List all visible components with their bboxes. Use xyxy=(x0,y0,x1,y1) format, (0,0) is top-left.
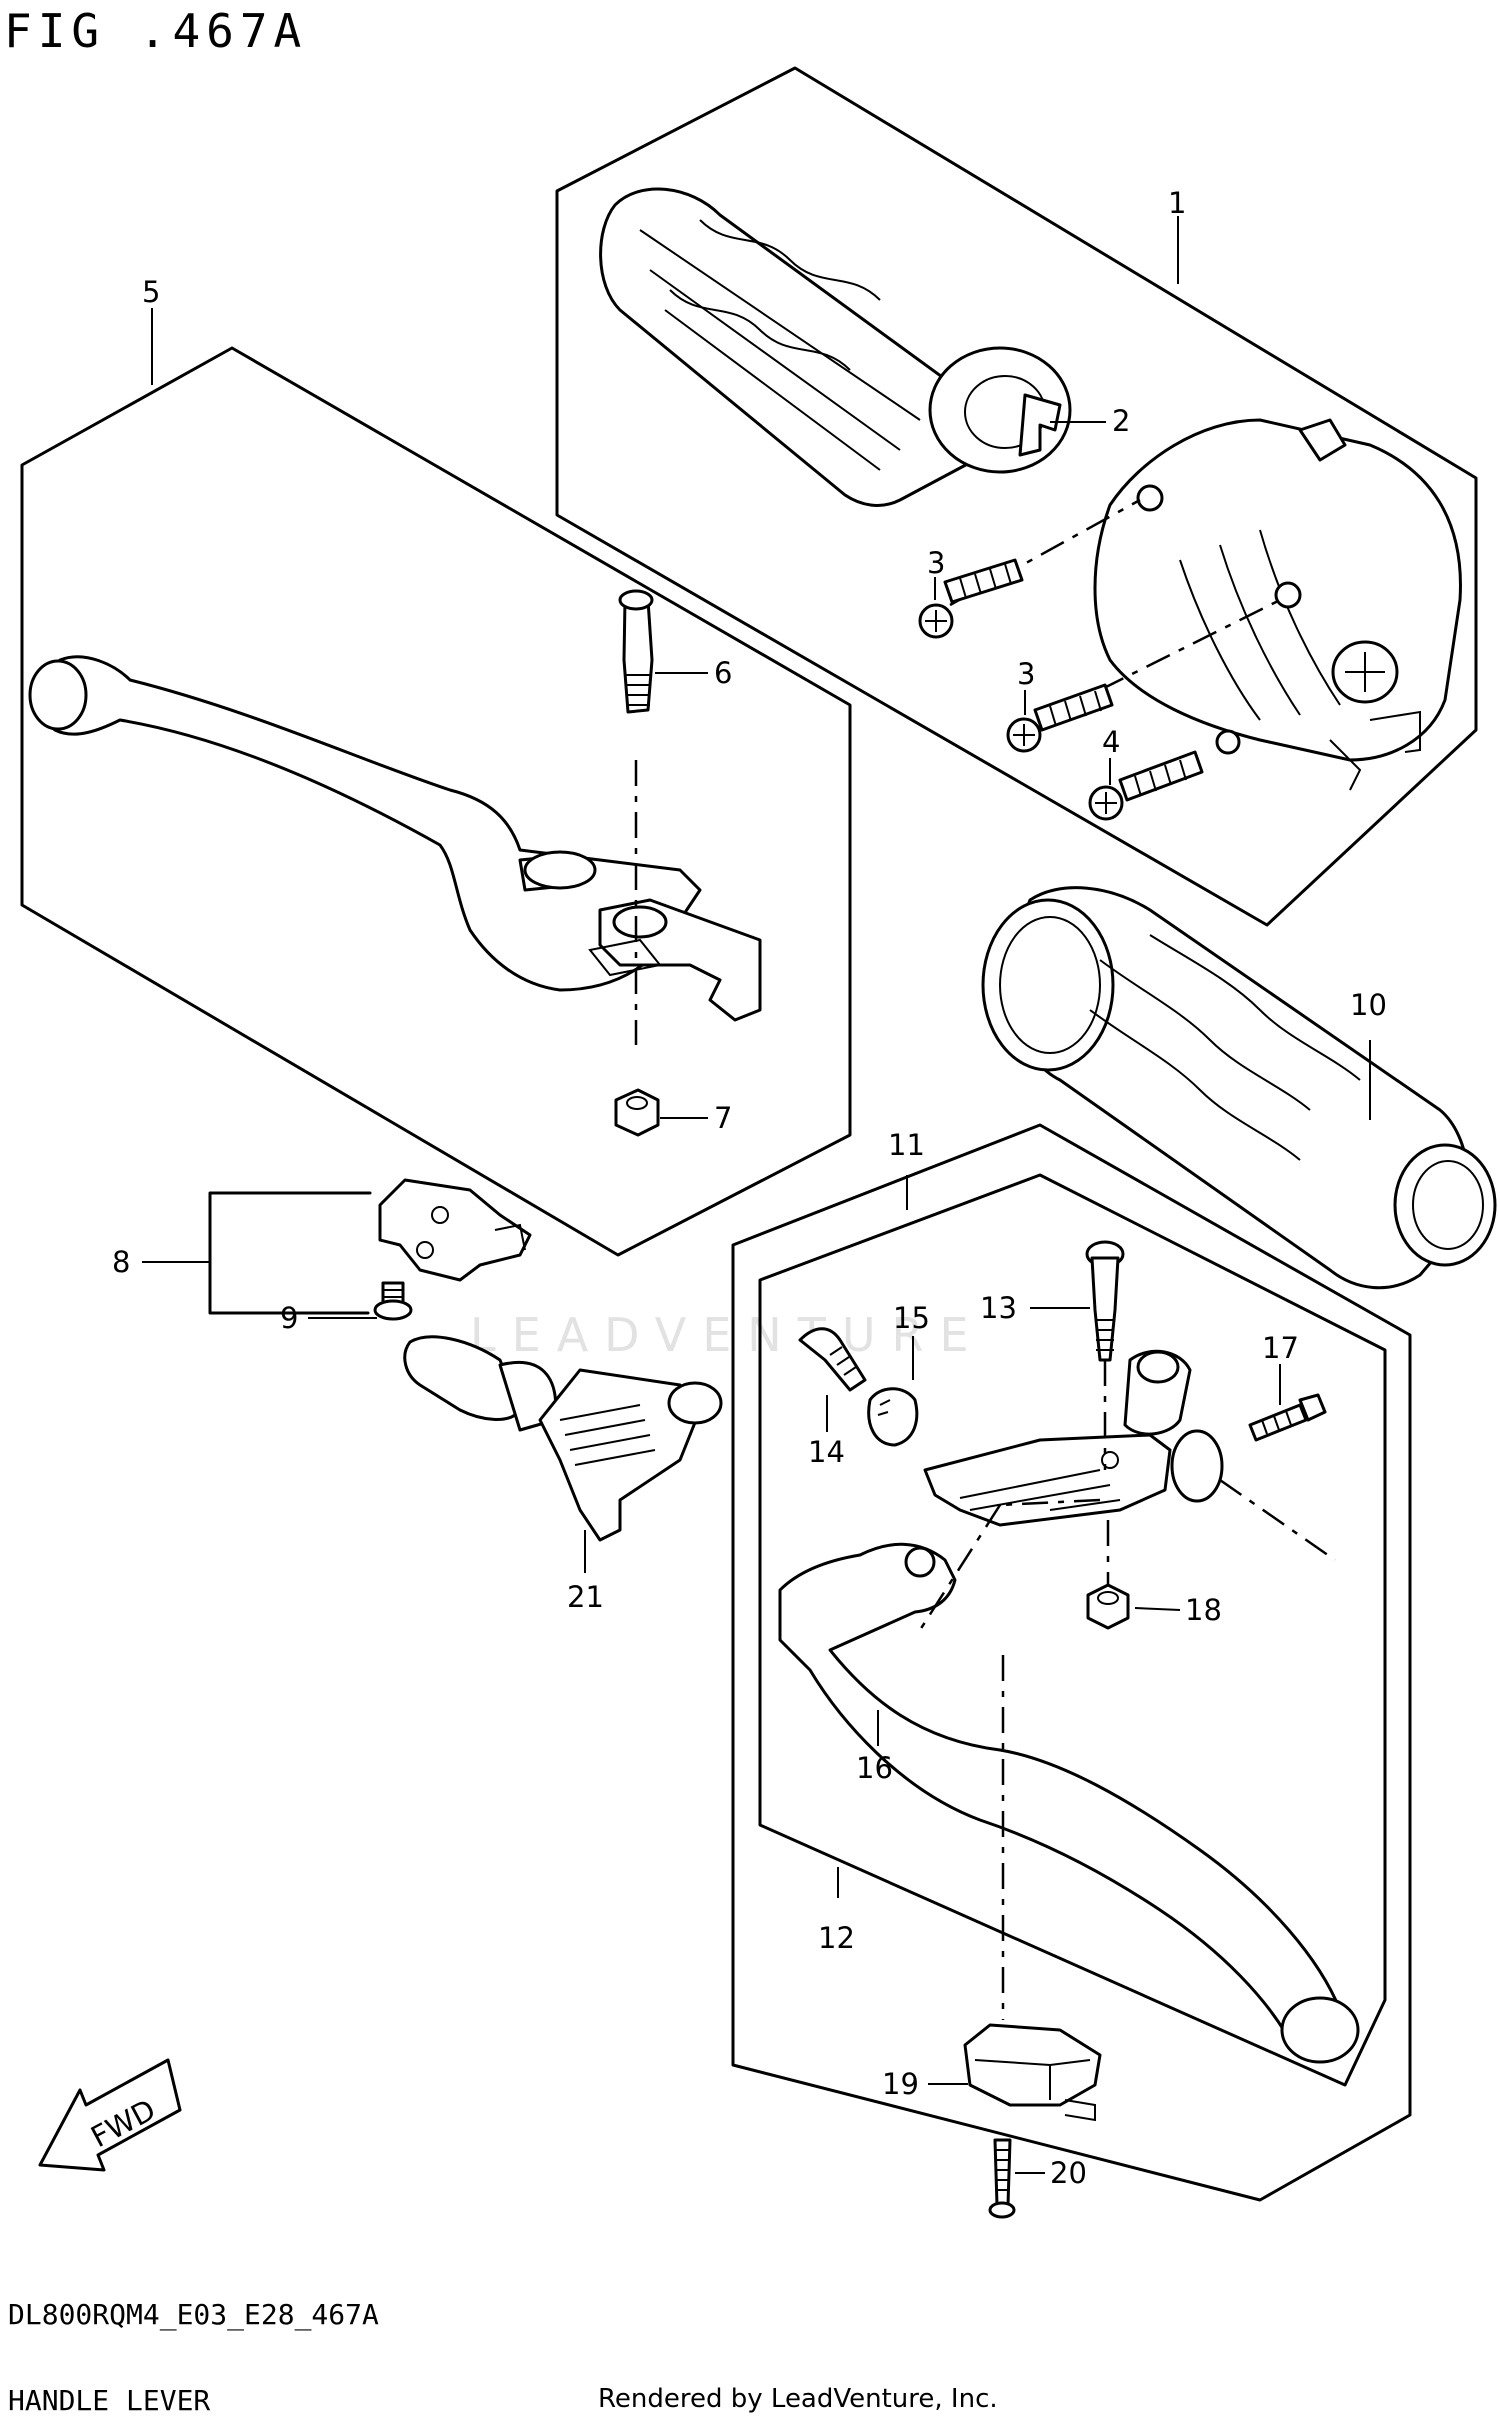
callout-3-upper: 3 xyxy=(927,546,945,580)
bolt-13 xyxy=(1085,1240,1125,1470)
callout-13: 13 xyxy=(980,1291,1017,1325)
washer-15 xyxy=(867,1387,919,1447)
brake-switch-8 xyxy=(378,1178,532,1282)
callout-17: 17 xyxy=(1262,1331,1299,1365)
callout-9: 9 xyxy=(280,1301,298,1335)
callout-21: 21 xyxy=(567,1580,604,1614)
callout-5: 5 xyxy=(142,275,160,309)
figure-title: FIG .467A xyxy=(4,4,308,58)
bolt-6 xyxy=(618,589,654,714)
callout-20: 20 xyxy=(1050,2156,1087,2190)
cable-adjuster-21 xyxy=(403,1335,723,1542)
brake-lever xyxy=(28,655,762,1045)
throttle-grip xyxy=(599,187,1072,507)
nut-7 xyxy=(614,1088,660,1137)
section-name: HANDLE LEVER xyxy=(8,2384,211,2417)
render-credit: Rendered by LeadVenture, Inc. xyxy=(598,2384,998,2414)
bolt-14 xyxy=(798,1327,867,1392)
watermark-text: LEADVENTURE xyxy=(470,1308,985,1362)
assembly-1-frame xyxy=(555,66,1478,927)
callout-8: 8 xyxy=(112,1245,130,1279)
callout-7: 7 xyxy=(714,1101,732,1135)
callout-6: 6 xyxy=(714,656,732,690)
model-code: DL800RQM4_E03_E28_467A xyxy=(8,2298,379,2331)
callout-18: 18 xyxy=(1185,1593,1222,1627)
screw-20 xyxy=(988,2138,1016,2219)
screw-3-upper xyxy=(918,498,1141,639)
callout-11: 11 xyxy=(888,1128,925,1162)
throttle-housing xyxy=(1093,418,1462,791)
assembly-12-frame xyxy=(758,1173,1387,2087)
callout-3-lower: 3 xyxy=(1017,657,1035,691)
callout-15: 15 xyxy=(893,1301,930,1335)
callout-10: 10 xyxy=(1350,988,1387,1022)
bolt-17 xyxy=(1248,1393,1327,1442)
assembly-5-frame xyxy=(20,346,852,1257)
callout-14: 14 xyxy=(808,1435,845,1469)
callout-1: 1 xyxy=(1168,186,1186,220)
leader-8-bracket xyxy=(208,1191,372,1315)
callout-19: 19 xyxy=(882,2067,919,2101)
nut-18 xyxy=(1086,1520,1130,1630)
screw-9 xyxy=(373,1281,413,1321)
clutch-lever-16 xyxy=(778,1542,1360,2064)
callout-12: 12 xyxy=(818,1921,855,1955)
callout-labels: 1 2 3 3 4 5 6 7 8 9 10 11 12 13 14 15 16… xyxy=(112,186,1387,2190)
callout-4: 4 xyxy=(1102,725,1120,759)
assembly-11-frame xyxy=(731,1123,1412,2202)
screw-3-lower xyxy=(1006,598,1281,753)
callout-16: 16 xyxy=(856,1751,893,1785)
clutch-switch-19 xyxy=(963,1655,1102,2122)
screw-4 xyxy=(1088,750,1204,821)
fwd-direction-arrow: FWD xyxy=(38,2058,182,2172)
callout-leaders xyxy=(142,216,1371,2174)
handlebar-grip-10 xyxy=(981,886,1497,1290)
callout-2: 2 xyxy=(1112,404,1130,438)
clutch-perch xyxy=(918,1349,1336,1631)
